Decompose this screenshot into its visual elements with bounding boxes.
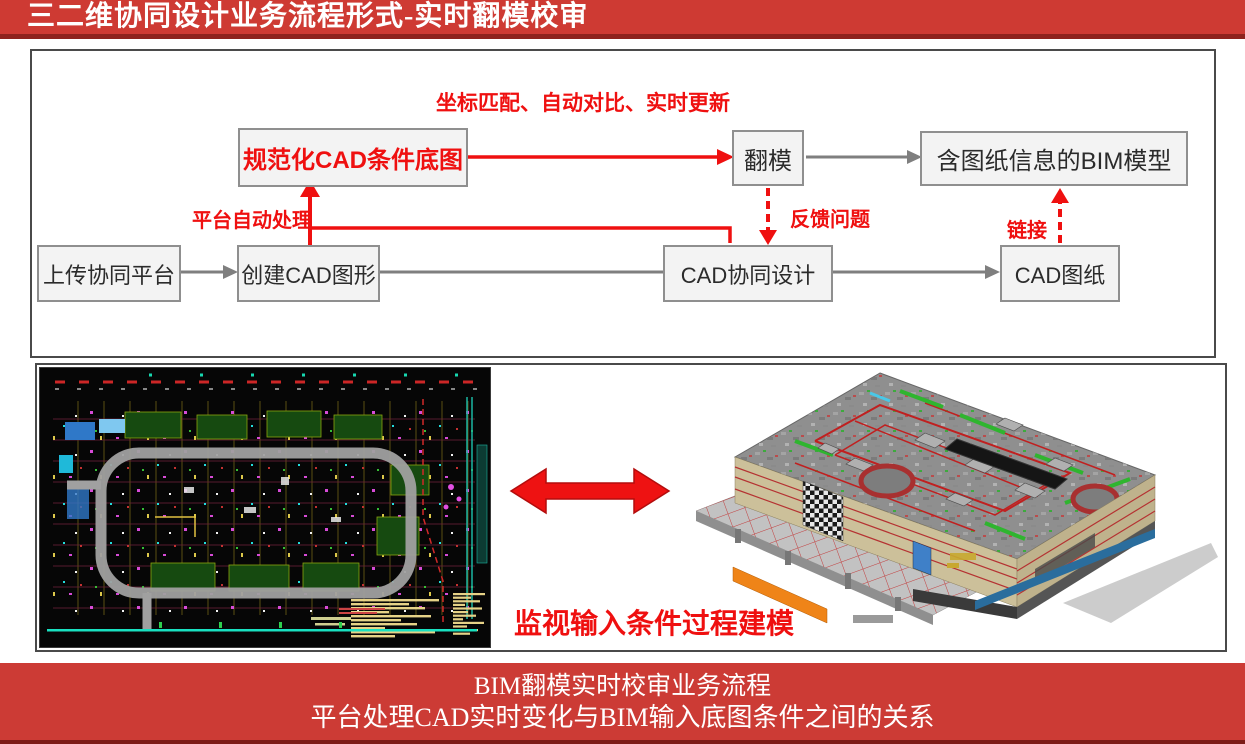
edge-label-link: 链接 [1007, 220, 1047, 242]
bim-rooftop-units [817, 417, 1104, 507]
cad-small-labels [184, 477, 341, 522]
bim-shadow [1063, 543, 1218, 623]
flowchart-panel: 坐标匹配、自动对比、实时更新 规范化CAD条件底图 翻模 含图纸信息的BIM模型… [30, 49, 1216, 358]
gray-arrow-top [806, 150, 922, 164]
node-bim-model-with-drawing-info: 含图纸信息的BIM模型 [920, 131, 1188, 186]
comparison-panel: 监视输入条件过程建模 [35, 363, 1227, 652]
node-standardized-cad-base: 规范化CAD条件底图 [238, 128, 468, 187]
bim-front-steps [853, 615, 893, 623]
cad-yellow-bars-a [351, 599, 439, 638]
edge-label-feedback-issues: 反馈问题 [790, 209, 870, 231]
cad-magenta-dots [443, 484, 462, 510]
node-cad-collab-design: CAD协同设计 [663, 245, 833, 302]
bim-model-image [695, 372, 1218, 625]
annotation-sync: 坐标匹配、自动对比、实时更新 [436, 92, 730, 115]
footer-line2: 平台处理CAD实时变化与BIM输入底图条件之间的关系 [310, 703, 935, 732]
footer-line1: BIM翻模实时校审业务流程 [473, 673, 772, 700]
cad-ring-road [67, 447, 417, 631]
node-model-translation: 翻模 [732, 130, 804, 186]
cad-site-plan-image [39, 367, 491, 648]
footer-bar: BIM翻模实时校审业务流程 平台处理CAD实时变化与BIM输入底图条件之间的关系 [0, 663, 1245, 744]
cad-green-ticks [159, 622, 342, 628]
cad-title-marks [311, 608, 385, 626]
red-arrow-right [468, 149, 734, 165]
gray-arrow-1 [181, 265, 238, 279]
comparison-caption: 监视输入条件过程建模 [514, 608, 795, 639]
node-upload-collab-platform: 上传协同平台 [37, 245, 181, 302]
bim-blue-band [975, 529, 1155, 610]
double-arrow-icon [509, 467, 671, 515]
red-dashed-arrow-up [1051, 188, 1069, 243]
cad-blue-blocks [59, 419, 125, 519]
edge-label-platform-auto-process: 平台自动处理 [192, 210, 312, 232]
node-cad-sheet: CAD图纸 [1000, 245, 1120, 302]
node-create-cad-drawing: 创建CAD图形 [237, 245, 380, 302]
bim-orange-strip [732, 566, 828, 624]
header-bar: 三二维协同设计业务流程形式-实时翻模校审 [0, 0, 1245, 39]
bim-base-left [913, 589, 1017, 619]
red-dashed-arrow-down [759, 188, 777, 245]
gray-arrow-3 [833, 265, 1000, 279]
gray-arrow-2 [380, 265, 693, 279]
bim-roof [733, 372, 1157, 560]
red-arrow-up [300, 180, 732, 245]
page-title: 三二维协同设计业务流程形式-实时翻模校审 [27, 1, 589, 32]
